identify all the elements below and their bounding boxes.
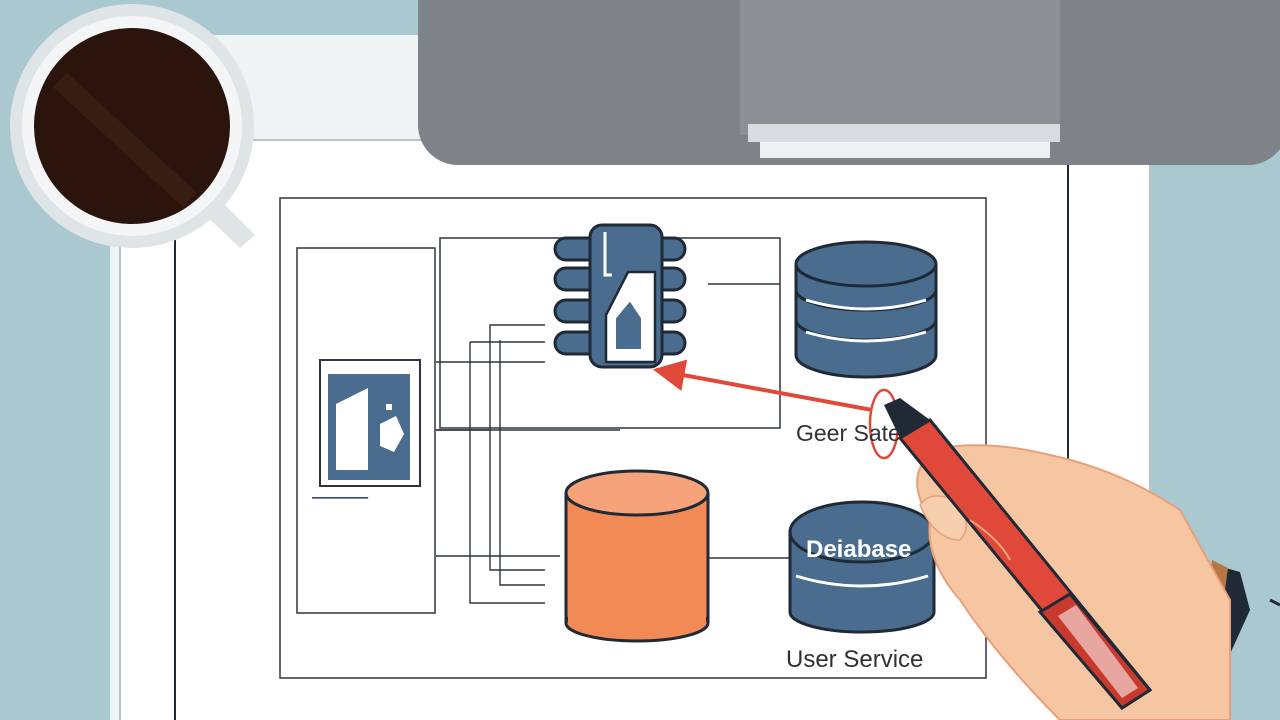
server-icon: [553, 223, 687, 369]
database-icon: [788, 500, 936, 634]
client-panel: [296, 247, 436, 614]
coffee-cup-icon: [10, 4, 255, 248]
database-stack-icon: [794, 240, 938, 379]
hand-with-marker-icon: [884, 398, 1280, 720]
diagram-frame: [279, 197, 987, 679]
client-screen-icon: [319, 359, 421, 487]
database-label: Deiabase: [806, 536, 912, 563]
client-caption: ▬▬▬▬▬▬▬▬▬▬▬▬▬▬: [312, 494, 369, 502]
connector-lines: [436, 283, 790, 604]
user-service-label: User Service: [786, 646, 924, 673]
red-arrow: [652, 359, 873, 412]
storage-cylinder-icon: [564, 469, 710, 643]
geer-sate-label: Geer Sate: [796, 420, 901, 446]
printer-icon: [418, 0, 1280, 165]
